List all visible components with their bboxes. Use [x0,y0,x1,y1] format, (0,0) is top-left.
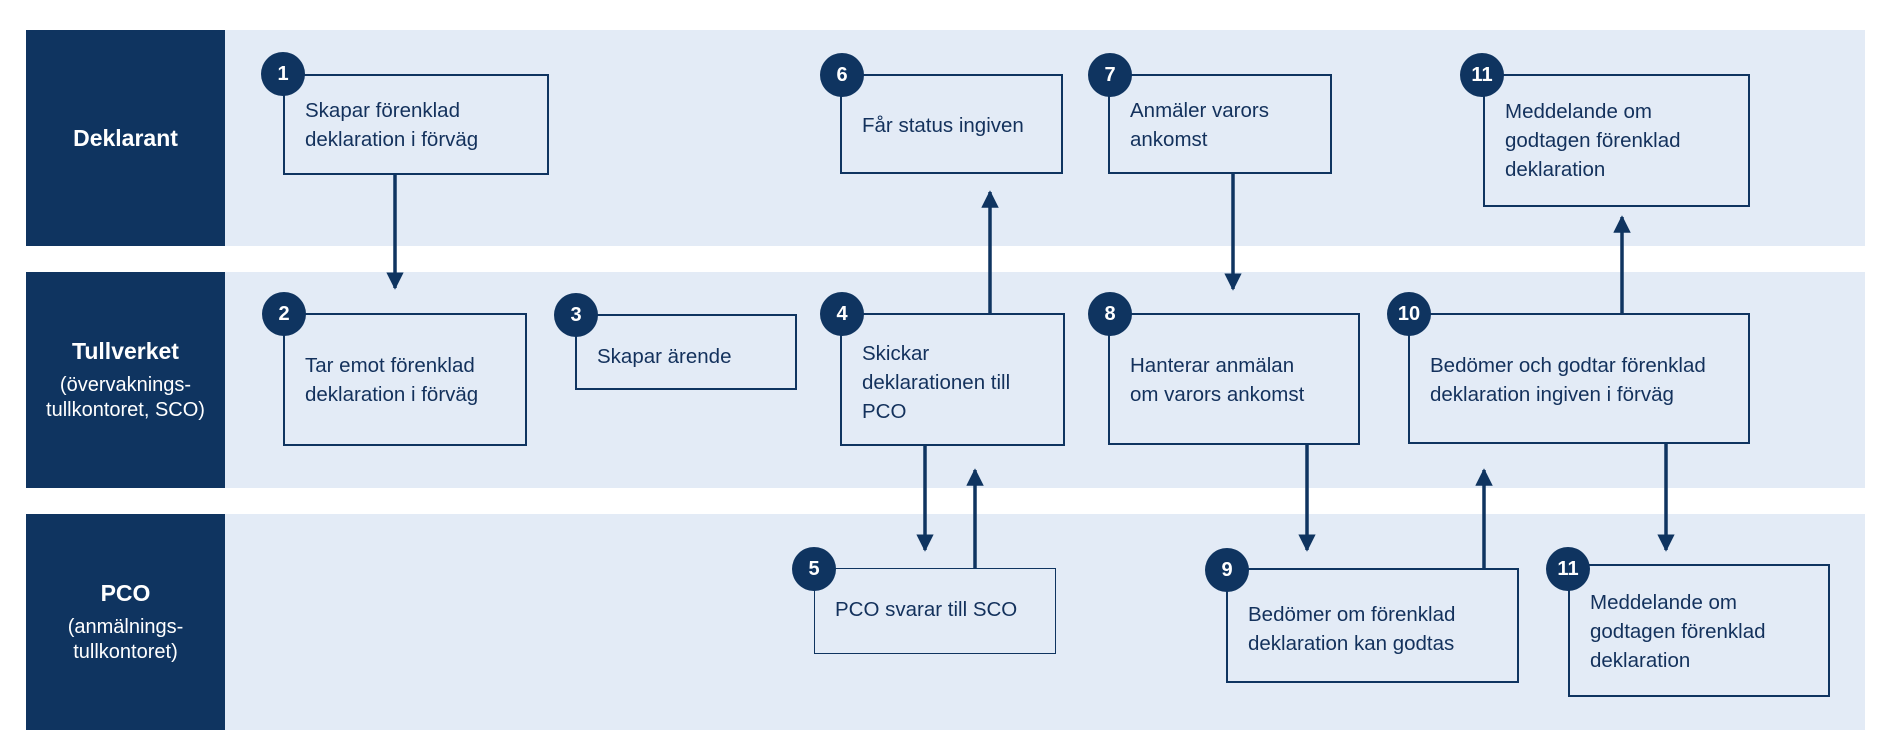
lane-subtitle-pco: (anmälnings- tullkontoret) [67,615,184,663]
step-badge-11-top: 11 [1460,53,1504,97]
step-badge-2: 2 [262,292,306,336]
step-text-8: Hanterar anmälan om varors ankomst [1130,354,1305,406]
step-box-1: Skapar förenklad deklaration i förväg [283,74,549,175]
step-badge-4: 4 [820,292,864,336]
step-badge-5: 5 [792,547,836,591]
lane-background-pco [225,514,1865,730]
step-box-9: Bedömer om förenklad deklaration kan god… [1226,568,1519,683]
step-text-9: Bedömer om förenklad deklaration kan god… [1248,603,1456,655]
lane-label-deklarant: Deklarant [26,30,225,246]
step-text-5: PCO svarar till SCO [835,598,1018,621]
step-badge-6: 6 [820,53,864,97]
step-text-11-top: Meddelande om godtagen förenklad deklara… [1505,100,1681,181]
step-badge-7: 7 [1088,53,1132,97]
step-box-11-bottom: Meddelande om godtagen förenklad deklara… [1568,564,1830,697]
step-badge-11-bottom: 11 [1546,547,1590,591]
step-box-8: Hanterar anmälan om varors ankomst [1108,313,1360,445]
step-box-11-top: Meddelande om godtagen förenklad deklara… [1483,74,1750,207]
step-badge-10: 10 [1387,292,1431,336]
step-badge-9: 9 [1205,548,1249,592]
step-box-6: Får status ingiven [840,74,1063,174]
step-text-4: Skickar deklarationen till PCO [862,342,1011,423]
step-badge-3: 3 [554,293,598,337]
step-badge-1: 1 [261,52,305,96]
step-box-5: PCO svarar till SCO [814,568,1056,654]
step-text-1: Skapar förenklad deklaration i förväg [305,99,479,151]
step-box-10: Bedömer och godtar förenklad deklaration… [1408,313,1750,444]
step-text-11-bottom: Meddelande om godtagen förenklad deklara… [1590,591,1766,672]
step-text-10: Bedömer och godtar förenklad deklaration… [1430,354,1706,406]
lane-label-pco: PCO (anmälnings- tullkontoret) [26,514,225,730]
lane-title-deklarant: Deklarant [73,124,178,151]
step-text-6: Får status ingiven [862,114,1024,137]
step-text-2: Tar emot förenklad deklaration i förväg [305,354,479,406]
step-text-7: Anmäler varors ankomst [1130,99,1269,151]
step-box-7: Anmäler varors ankomst [1108,74,1332,174]
step-box-3: Skapar ärende [575,314,797,390]
lane-title-tullverket: Tullverket [72,337,179,364]
lane-subtitle-tullverket: (övervaknings- tullkontoret, SCO) [46,373,205,421]
lane-label-tullverket: Tullverket (övervaknings- tullkontoret, … [26,272,225,488]
lane-background-tullverket [225,272,1865,488]
step-badge-8: 8 [1088,292,1132,336]
lane-background-deklarant [225,30,1865,246]
step-box-4: Skickar deklarationen till PCO [840,313,1065,446]
step-box-2: Tar emot förenklad deklaration i förväg [283,313,527,446]
step-text-3: Skapar ärende [597,345,732,368]
lane-title-pco: PCO [100,579,151,606]
